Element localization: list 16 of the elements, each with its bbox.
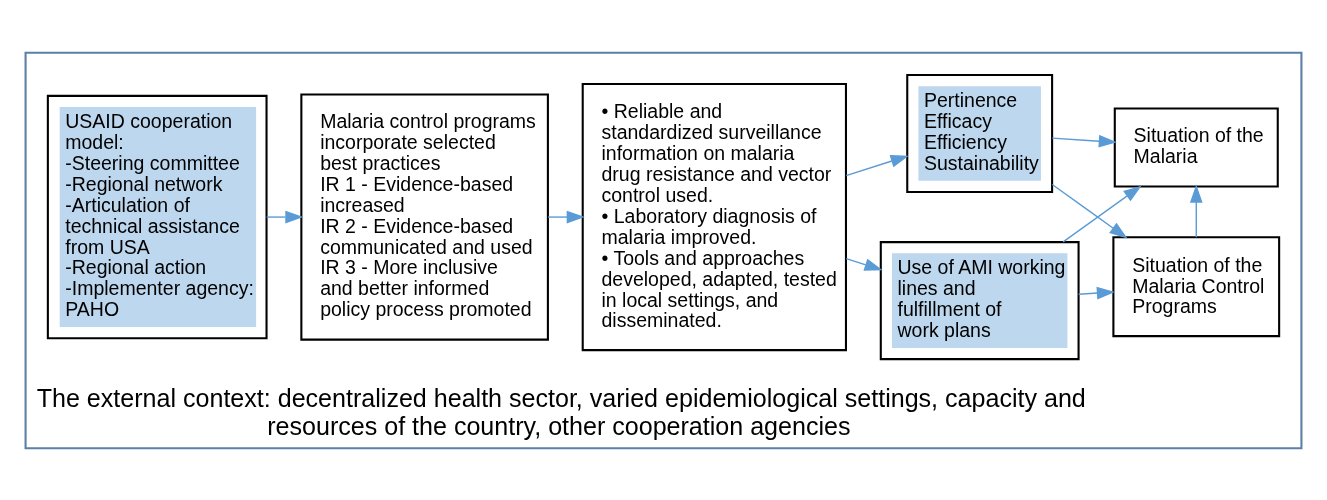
node-box: USAID cooperation model: -Steering committee -Regional network -Articulation of technical assistance from USA -Regional action -Implementer agency: PAHO	[46, 94, 268, 339]
arrow	[1051, 183, 1128, 238]
node-box: Pertinence Efficacy Efficiency Sustainability	[906, 73, 1054, 193]
arrow	[1077, 286, 1115, 299]
arrow	[1189, 184, 1203, 238]
node-box: Situation of the Malaria	[1113, 106, 1279, 187]
node-box: Situation of the Malaria Control Programs	[1112, 235, 1281, 337]
arrow	[547, 210, 585, 223]
arrow	[265, 210, 304, 223]
node-box: • Reliable and standardized surveillance information on malaria drug resistance and vector control used. • Laboratory diagnosis of malaria improved. • Tools and approaches developed, adapted, tested in local settings, and disseminated.	[581, 82, 847, 351]
arrow	[845, 257, 883, 271]
arrow	[845, 154, 909, 176]
node-box: Use of AMI working lines and fulfillment of work plans	[879, 240, 1080, 360]
arrow	[1051, 134, 1117, 147]
arrow	[1062, 185, 1142, 243]
node-box: Malaria control programs incorporate selected best practices IR 1 - Evidence-based increased IR 2 - Evidence-based communicated and used IR 3 - More inclusive and better informed policy process promoted	[300, 92, 549, 341]
